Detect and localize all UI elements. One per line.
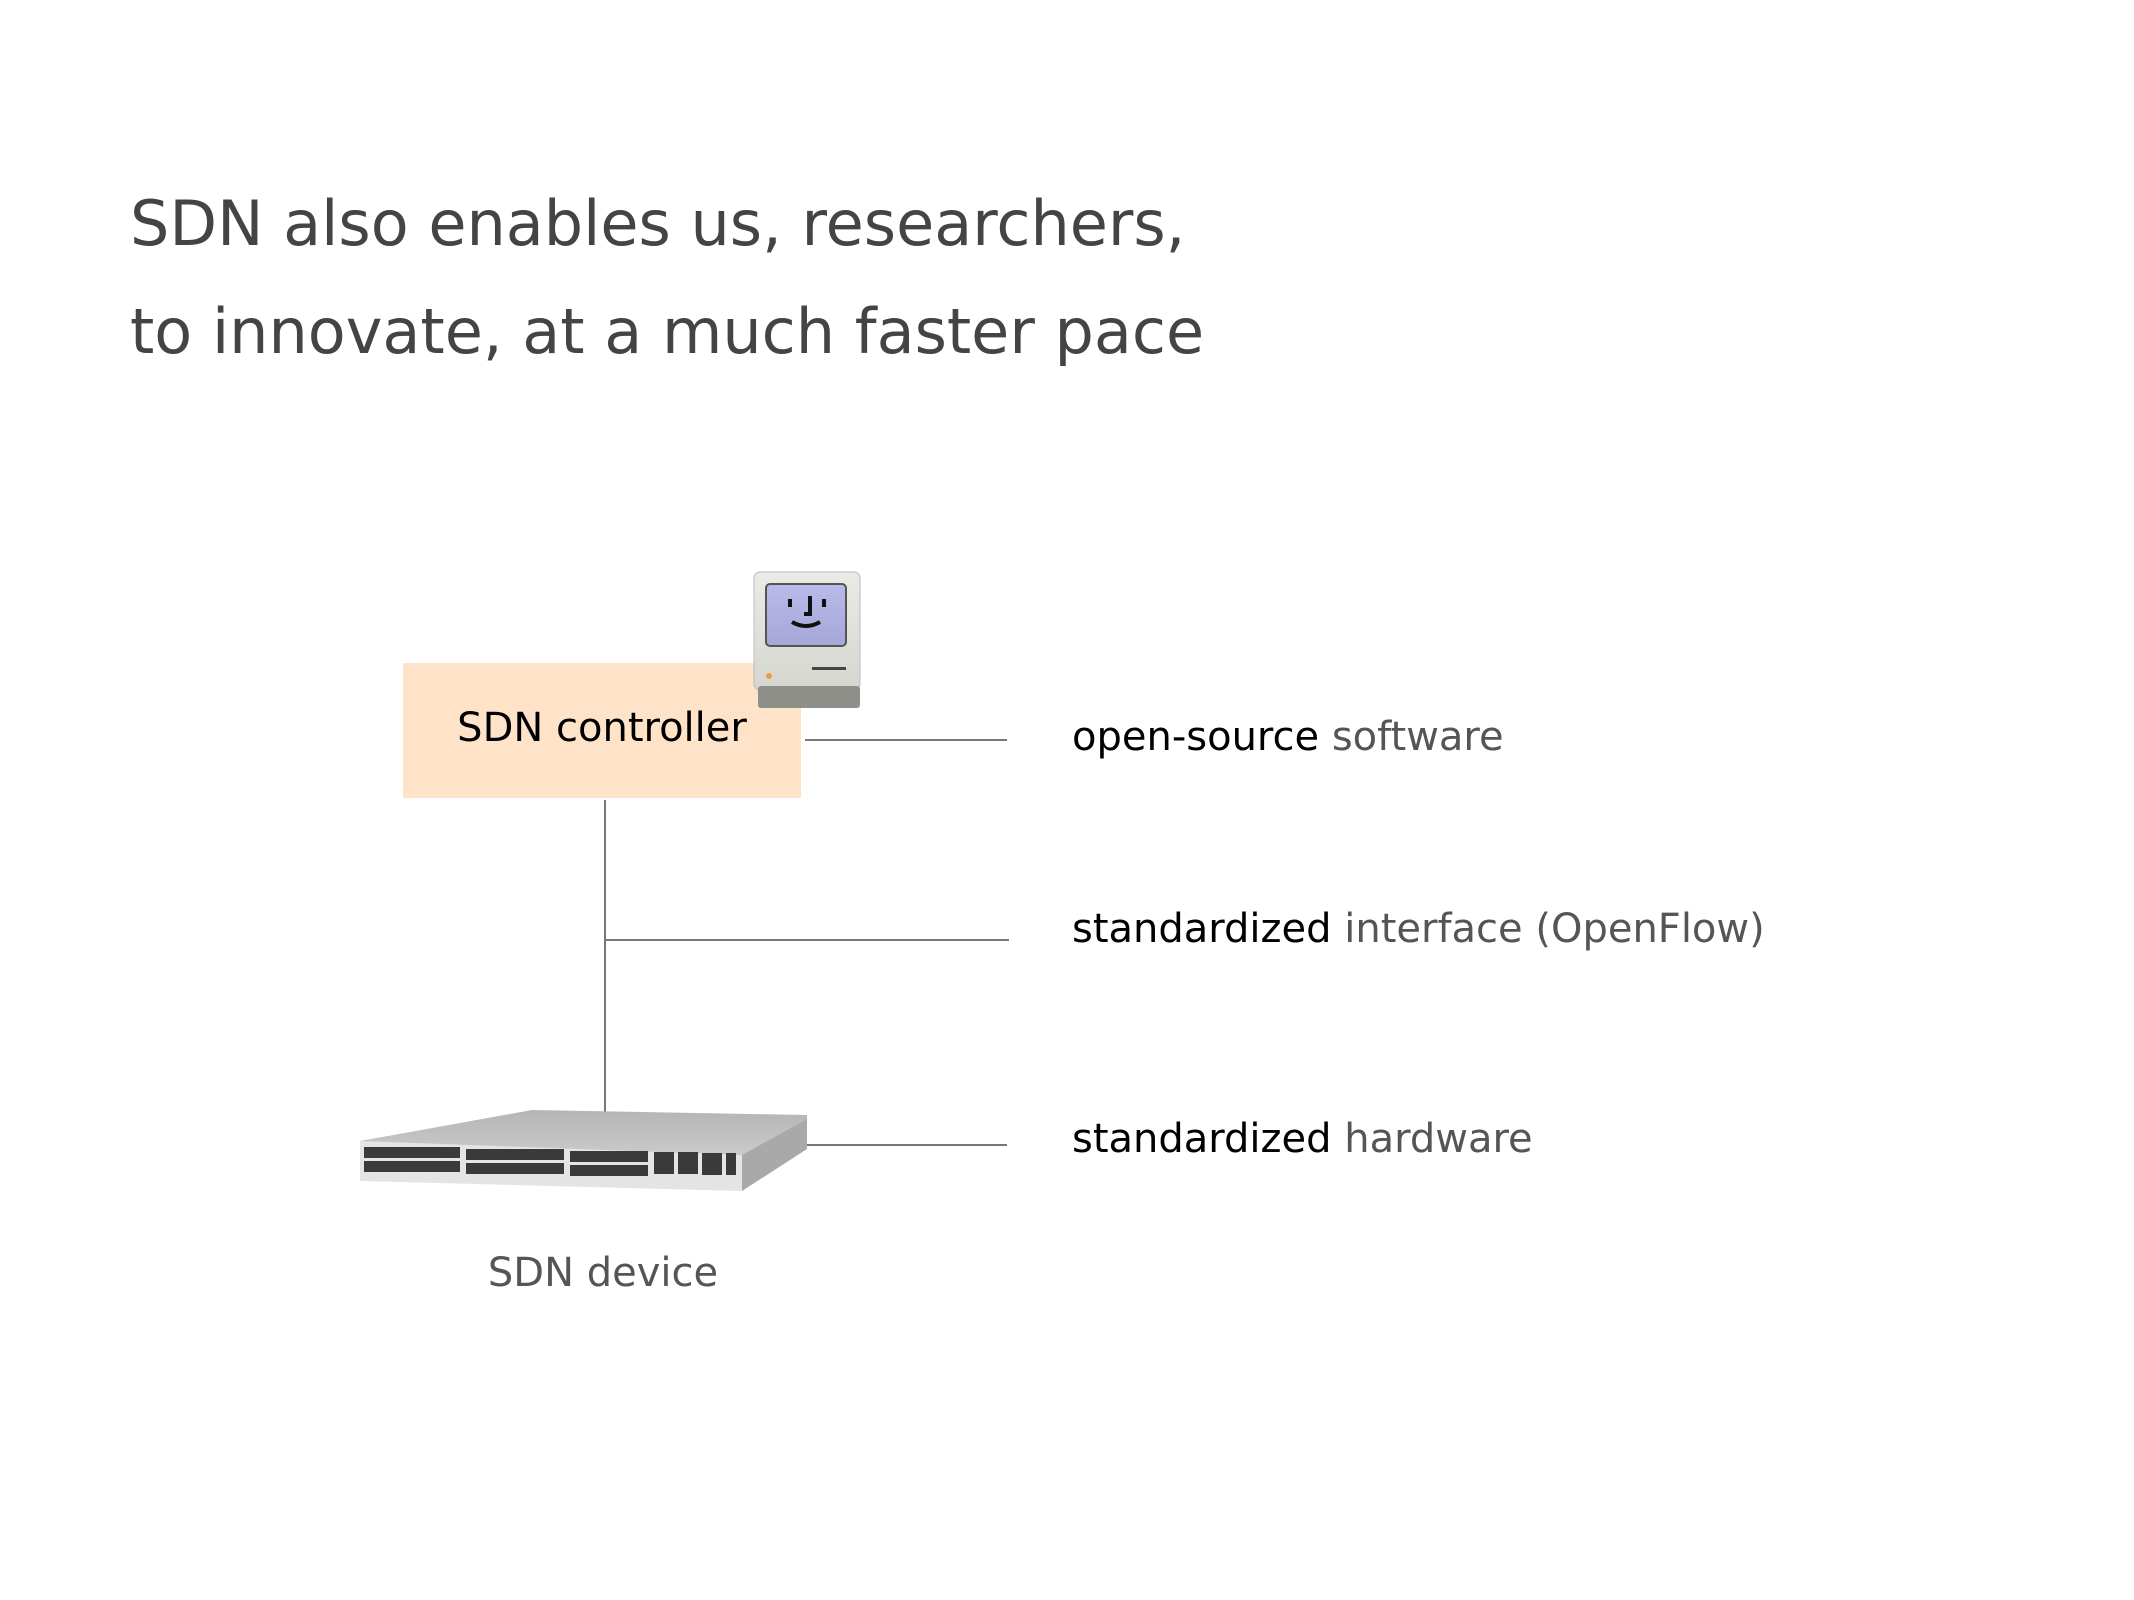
annotation-hardware-rest: hardware	[1344, 1116, 1533, 1162]
annotation-hardware-bold: standardized	[1072, 1116, 1332, 1162]
sdn-controller-box: SDN controller	[403, 663, 801, 798]
title-line-1: SDN also enables us, researchers,	[130, 187, 1186, 260]
annotation-software-bold: open-source	[1072, 714, 1320, 760]
annotation-hardware: standardized hardware	[1072, 1116, 1533, 1162]
sdn-controller-label: SDN controller	[457, 704, 747, 751]
vertical-link-line	[604, 800, 606, 1112]
hardware-connector-line	[805, 1144, 1007, 1146]
controller-connector-line	[805, 739, 1007, 741]
title-line-2: to innovate, at a much faster pace	[130, 295, 1205, 368]
annotation-software: open-source software	[1072, 714, 1504, 760]
interface-connector-line	[606, 939, 1009, 941]
slide-title: SDN also enables us, researchers, to inn…	[130, 170, 1204, 386]
annotation-interface-rest: interface (OpenFlow)	[1344, 906, 1765, 952]
network-switch-icon	[360, 1110, 807, 1191]
annotation-interface: standardized interface (OpenFlow)	[1072, 906, 1765, 952]
macintosh-computer-icon	[753, 571, 861, 708]
sdn-device-label: SDN device	[487, 1250, 719, 1296]
annotation-interface-bold: standardized	[1072, 906, 1332, 952]
annotation-software-rest: software	[1331, 714, 1504, 760]
